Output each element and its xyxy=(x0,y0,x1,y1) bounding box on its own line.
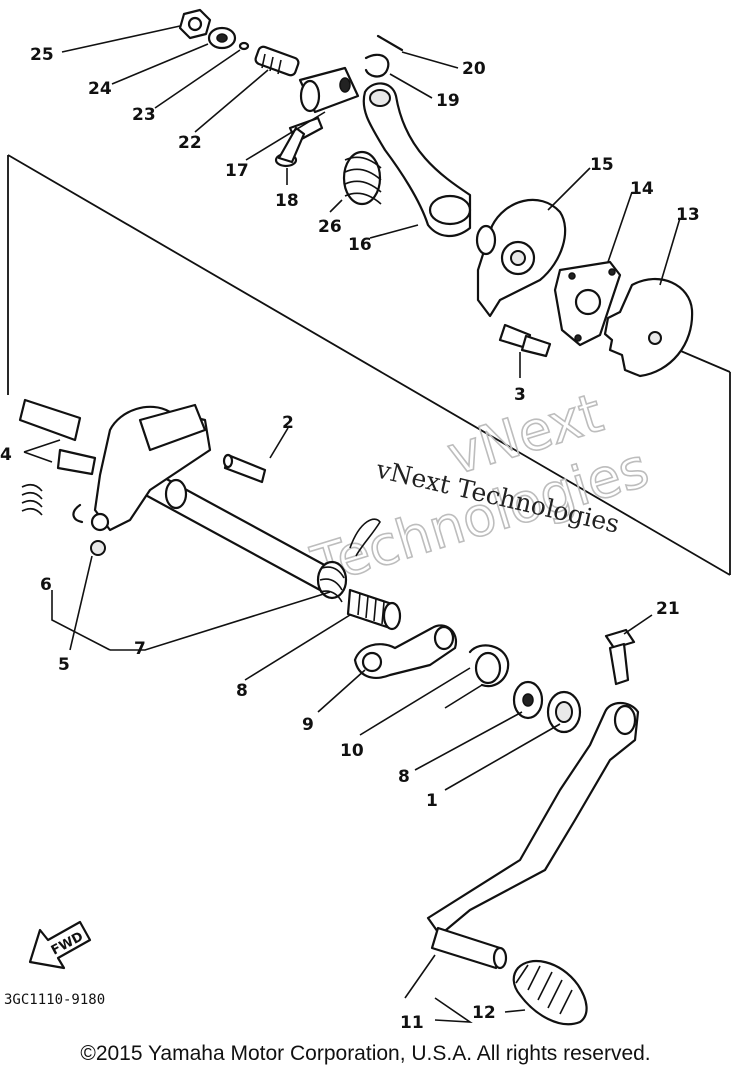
callout-8-upper: 8 xyxy=(236,681,248,701)
shift-arm-assembly xyxy=(72,403,212,556)
fwd-arrow-icon: FWD xyxy=(28,920,92,970)
part-9-arm xyxy=(353,624,458,679)
callout-10: 10 xyxy=(340,741,364,761)
callout-14: 16 xyxy=(348,235,372,255)
callout-9: 9 xyxy=(302,715,314,735)
callout-21: 24 xyxy=(88,79,112,99)
callout-6: 6 xyxy=(40,575,52,595)
part-4-guide xyxy=(18,398,97,476)
part-3-bolt xyxy=(498,323,552,358)
shift-pedal xyxy=(426,701,640,937)
callout-1: 1 xyxy=(426,791,438,811)
watermark: vNext Technologies vNext Technologies xyxy=(304,380,657,598)
callout-4: 4 xyxy=(0,445,12,465)
callout-7: 7 xyxy=(134,639,146,659)
callout-16: 18 xyxy=(275,191,299,211)
callout-22: 25 xyxy=(30,45,54,65)
part-6-spring xyxy=(21,483,43,516)
callout-17: 19 xyxy=(436,91,460,111)
part-17-clip xyxy=(364,53,390,78)
part-13-plate xyxy=(475,198,567,318)
copyright-notice: ©2015 Yamaha Motor Corporation, U.S.A. A… xyxy=(80,1042,651,1065)
callout-18: 20 xyxy=(462,59,486,79)
leader-lines xyxy=(23,25,681,1023)
part-25-rubber xyxy=(512,959,588,1026)
callout-26: 21 xyxy=(656,599,680,619)
part-24-shaft xyxy=(430,926,508,970)
callout-20: 23 xyxy=(132,105,156,125)
callout-19: 22 xyxy=(178,133,202,153)
callout-8-lower: 8 xyxy=(398,767,410,787)
part-12-plate xyxy=(553,260,622,347)
part-19-bolt xyxy=(254,45,300,77)
part-1-seal xyxy=(546,690,582,734)
callout-numbers: 25 24 23 22 17 18 26 20 19 16 15 14 13 3… xyxy=(0,45,700,1033)
callout-5: 5 xyxy=(58,655,70,675)
callout-15: 17 xyxy=(225,161,249,181)
part-2-pin xyxy=(222,453,267,484)
callout-2: 2 xyxy=(282,413,294,433)
diagram-code: 3GC1110-9180 xyxy=(4,992,105,1008)
shift-shaft xyxy=(138,468,332,592)
callout-24: 11 xyxy=(400,1013,424,1033)
part-10-spring xyxy=(444,644,510,709)
shaft-spline xyxy=(346,588,402,631)
part-14-stopper-lever xyxy=(362,82,472,237)
part-26-bolt xyxy=(604,628,636,686)
part-21-washer xyxy=(207,26,237,50)
part-20-ring xyxy=(238,41,250,51)
callout-25: 12 xyxy=(472,1003,496,1023)
part-11-cam xyxy=(603,277,694,378)
callout-3: 3 xyxy=(514,385,526,405)
callout-13: 15 xyxy=(590,155,614,175)
part-22-nut xyxy=(178,8,212,40)
part-23-spring xyxy=(342,150,382,206)
callout-11: 13 xyxy=(676,205,700,225)
part-18-pin xyxy=(376,34,404,52)
part-8-washer xyxy=(512,680,544,720)
callout-12: 14 xyxy=(630,179,654,199)
callout-23: 26 xyxy=(318,217,342,237)
part-7-spring xyxy=(316,518,381,603)
assembly-frame xyxy=(7,154,731,576)
part-15-holder xyxy=(298,66,360,114)
part-16-pin xyxy=(274,116,324,168)
